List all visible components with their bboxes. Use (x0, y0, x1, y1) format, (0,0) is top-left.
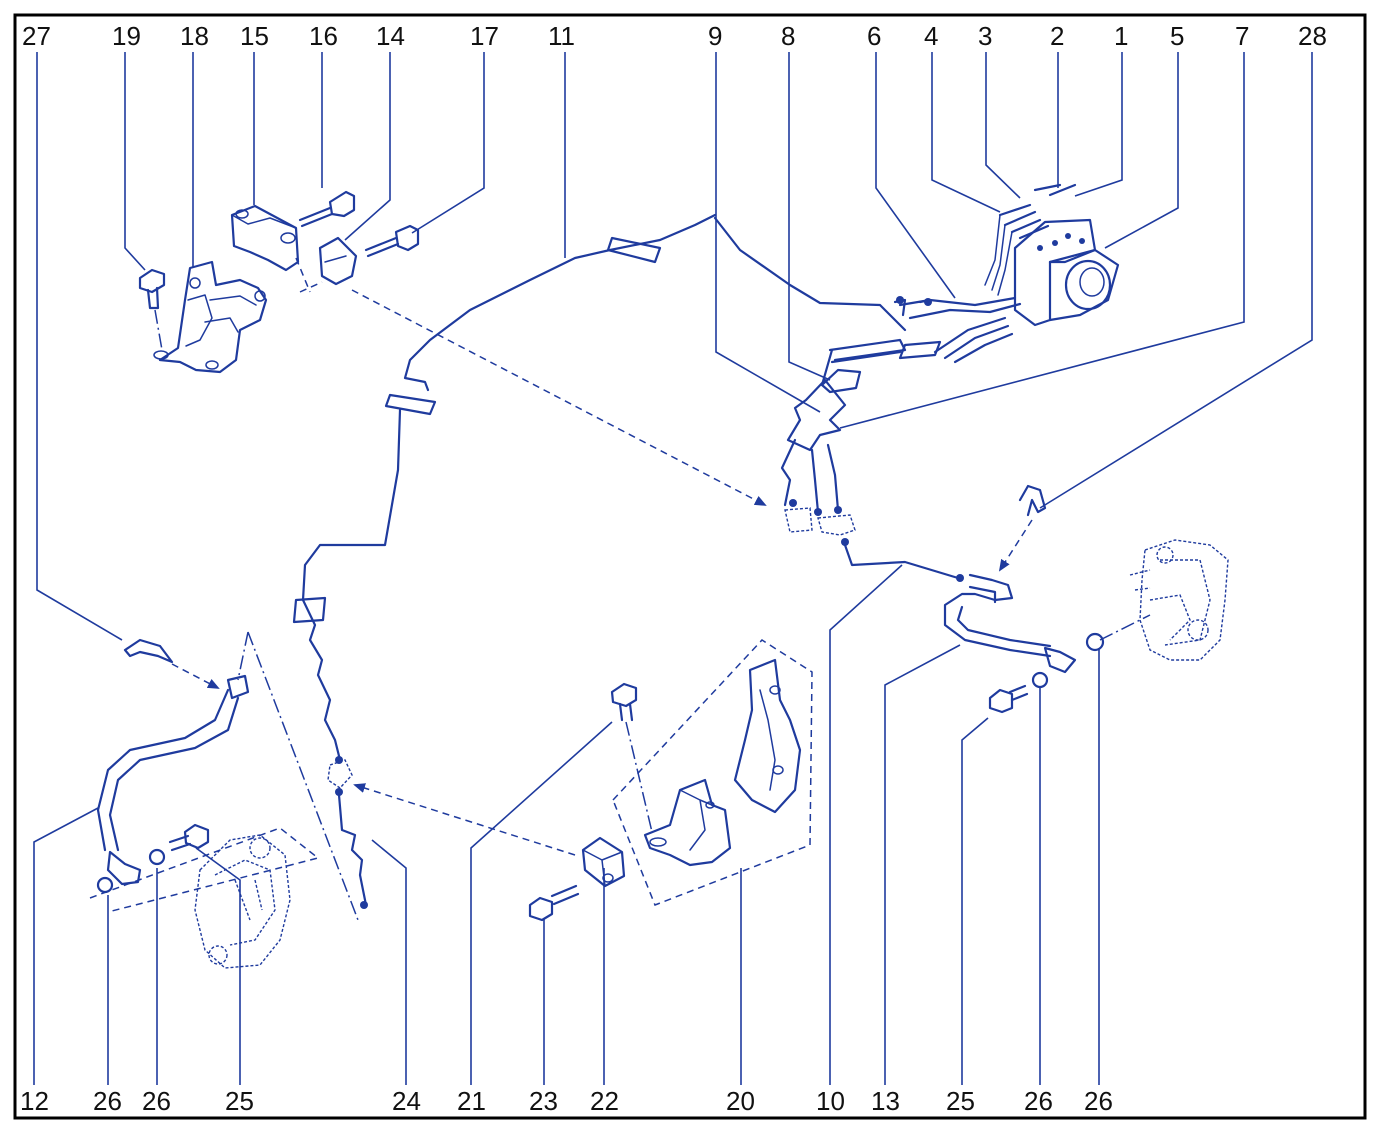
callout-9: 9 (708, 21, 722, 51)
callout-6: 6 (867, 21, 881, 51)
guide-left (89, 827, 320, 913)
callout-1: 1 (1114, 21, 1128, 51)
caliper-left (194, 834, 291, 969)
bolt-17 (364, 224, 420, 258)
brake-hose-13 (943, 573, 1151, 689)
callout-27: 27 (22, 21, 51, 51)
clamp-block-15 (230, 204, 311, 293)
callout-19: 19 (112, 21, 141, 51)
callout-11: 11 (548, 21, 575, 51)
callout-21: 21 (457, 1086, 486, 1116)
callout-22: 22 (590, 1086, 619, 1116)
callout-25-b: 25 (946, 1086, 975, 1116)
bolt-23 (528, 884, 580, 922)
callout-26-a: 26 (93, 1086, 122, 1116)
bracket-outline-20 (612, 639, 813, 906)
callout-12: 12 (20, 1086, 49, 1116)
diagram-frame (13, 13, 1367, 1120)
callout-20: 20 (726, 1086, 755, 1116)
bolt-21 (610, 682, 653, 833)
callout-10: 10 (816, 1086, 845, 1116)
brake-pipe-11 (292, 213, 717, 909)
callout-2: 2 (1050, 21, 1064, 51)
callout-14: 14 (376, 21, 405, 51)
callout-7: 7 (1235, 21, 1249, 51)
bolt-25-right (988, 684, 1029, 714)
callout-5: 5 (1170, 21, 1184, 51)
callout-17: 17 (470, 21, 499, 51)
callout-26-d: 26 (1084, 1086, 1113, 1116)
bracket-20 (643, 658, 802, 867)
caliper-right (1129, 539, 1229, 661)
callout-8: 8 (781, 21, 795, 51)
brake-hose-12 (96, 674, 250, 894)
clip-14 (299, 236, 358, 293)
callout-3: 3 (978, 21, 992, 51)
abs-modulator-unit (984, 183, 1120, 327)
centerline-left (237, 631, 359, 921)
callout-26-c: 26 (1024, 1086, 1053, 1116)
callout-15: 15 (240, 21, 269, 51)
callout-26-b: 26 (142, 1086, 171, 1116)
callout-16: 16 (309, 21, 338, 51)
mounting-bracket (153, 260, 268, 374)
bolt-16 (298, 190, 356, 228)
callout-28: 28 (1298, 21, 1327, 51)
callout-23: 23 (529, 1086, 558, 1116)
callout-18: 18 (180, 21, 209, 51)
bolt-19 (138, 268, 166, 351)
bolt-25-left (168, 823, 210, 852)
clip-27 (123, 638, 220, 689)
clamp-block-22 (581, 836, 626, 888)
brake-pipes-abs-junction (713, 216, 1022, 582)
assembly-arrow-clip (351, 289, 767, 506)
callout-4: 4 (924, 21, 938, 51)
callout-24: 24 (392, 1086, 421, 1116)
callout-13: 13 (871, 1086, 900, 1116)
clip-28 (998, 484, 1047, 572)
callout-25-a: 25 (225, 1086, 254, 1116)
assembly-arrow-bracket (353, 783, 576, 856)
leader-lines (33, 52, 1313, 1085)
